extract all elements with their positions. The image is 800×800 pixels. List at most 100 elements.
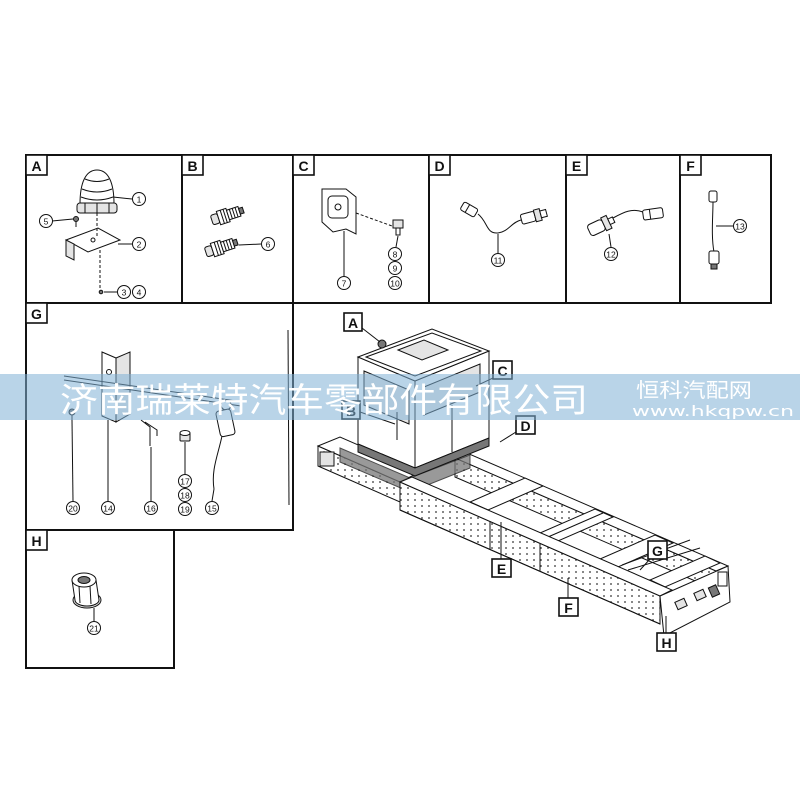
rear-lamp: [674, 597, 688, 611]
callout-number: 4: [137, 288, 142, 298]
callout-circle: [144, 501, 158, 515]
lamp-bracket: [64, 227, 122, 261]
panel-label-box: [679, 154, 702, 176]
callout-circle: [388, 247, 402, 261]
chassis-callout-e: E: [491, 522, 512, 578]
harness-cable: [477, 213, 522, 234]
mounting-bracket-recess: [327, 195, 349, 219]
front-frame-section: [316, 436, 471, 503]
leader-line: [112, 196, 133, 200]
panel-c-border: [292, 154, 430, 304]
callout-letter: E: [497, 561, 506, 577]
callout-number: 15: [207, 504, 217, 514]
callout-letter: G: [652, 543, 663, 559]
callout-box: [491, 558, 512, 578]
callout-number: 8: [393, 250, 398, 260]
probe-sensor-body: [708, 250, 720, 265]
callout-letter: D: [520, 418, 530, 434]
panel-h-border: [25, 529, 175, 669]
callout-number: 9: [393, 264, 398, 274]
mounting-bracket-hole: [334, 203, 342, 211]
callout-circle: [132, 285, 146, 299]
rear-bracket: [717, 571, 728, 587]
callout-circle: [66, 501, 80, 515]
connector-body: [460, 201, 479, 218]
callout-circle: [178, 488, 192, 502]
callout-circle: [87, 621, 101, 635]
mounting-bracket: [321, 188, 357, 235]
callout-1: 1: [132, 192, 146, 206]
panel-label-box: [25, 529, 48, 551]
panel-label-box: [25, 154, 48, 176]
callout-circle: [491, 253, 505, 267]
connector-body: [642, 207, 664, 221]
panel-label-g: G: [25, 302, 48, 324]
beacon-lamp-dome: [79, 169, 115, 205]
sensor-connector: [642, 207, 664, 221]
callout-circle: [388, 276, 402, 290]
sensor-tail: [607, 216, 616, 226]
leader-line: [238, 243, 262, 246]
panel-d-parts: 11: [460, 201, 548, 267]
leader-line: [499, 431, 517, 443]
rear-crossmember: [659, 565, 731, 637]
near-frame-rail: [398, 476, 674, 625]
probe-cable: [711, 201, 715, 253]
callout-letter: F: [564, 600, 573, 616]
callout-circle: [132, 237, 146, 251]
callout-number: 1: [137, 195, 142, 205]
callout-13: 13: [733, 219, 747, 233]
probe-sensor-tip: [710, 263, 718, 270]
watermark-band: [0, 374, 800, 420]
switch-hex-edge: [219, 210, 225, 224]
callout-circle: [604, 247, 618, 261]
front-tow-block: [319, 451, 335, 467]
switch-tip: [231, 238, 239, 247]
callout-number: 21: [89, 624, 99, 634]
panel-label-f: F: [679, 154, 702, 176]
callout-circle: [117, 285, 131, 299]
panel-b-border: [181, 154, 294, 304]
watermark-company: 济南瑞莱特汽车零部件有限公司: [60, 381, 588, 421]
harness-connector-left: [460, 201, 479, 218]
callout-number: 5: [44, 217, 49, 227]
callout-number: 20: [68, 504, 78, 514]
bushing-rib: [78, 585, 81, 604]
callout-5: 5: [39, 214, 53, 228]
speed-sensor: [587, 214, 616, 237]
callout-circle: [39, 214, 53, 228]
switch-hex-edge: [213, 242, 219, 256]
callout-number: 6: [266, 240, 271, 250]
leader-line: [608, 233, 612, 248]
callout-6: 6: [261, 237, 275, 251]
watermark-site-url: www.hkqpw.cn: [632, 404, 794, 420]
callout-14: 14: [101, 501, 115, 515]
callout-number: 17: [180, 477, 190, 487]
beacon-lamp: [76, 169, 118, 214]
near-rail-bottom-flange: [399, 509, 661, 625]
lamp-screw: [73, 216, 79, 227]
leader-line: [211, 488, 215, 502]
callout-circle: [205, 501, 219, 515]
callout-number: 11: [494, 256, 503, 266]
callout-circle: [178, 474, 192, 488]
switch-hex-edge: [222, 209, 228, 223]
panel-f-parts: 13: [708, 190, 747, 270]
callout-17: 17: [178, 474, 192, 488]
lamp-fastener-pin: [98, 289, 104, 295]
panel-g-parts: 20 14 16 15 17 18 19: [63, 329, 290, 516]
callout-letter: C: [497, 363, 507, 379]
callout-10: 10: [388, 276, 402, 290]
callout-20: 20: [66, 501, 80, 515]
bracket-screw-head: [392, 219, 404, 229]
connector-ridge: [648, 209, 652, 220]
callout-letter: A: [348, 315, 358, 331]
callout-circle: [388, 261, 402, 275]
callout-12: 12: [604, 247, 618, 261]
panel-label-text: F: [686, 158, 695, 174]
beacon-lamp-ridge: [81, 188, 113, 193]
callout-number: 16: [146, 504, 156, 514]
lamp-bracket-plate: [64, 227, 122, 253]
lamp-bracket-flange: [65, 239, 75, 261]
